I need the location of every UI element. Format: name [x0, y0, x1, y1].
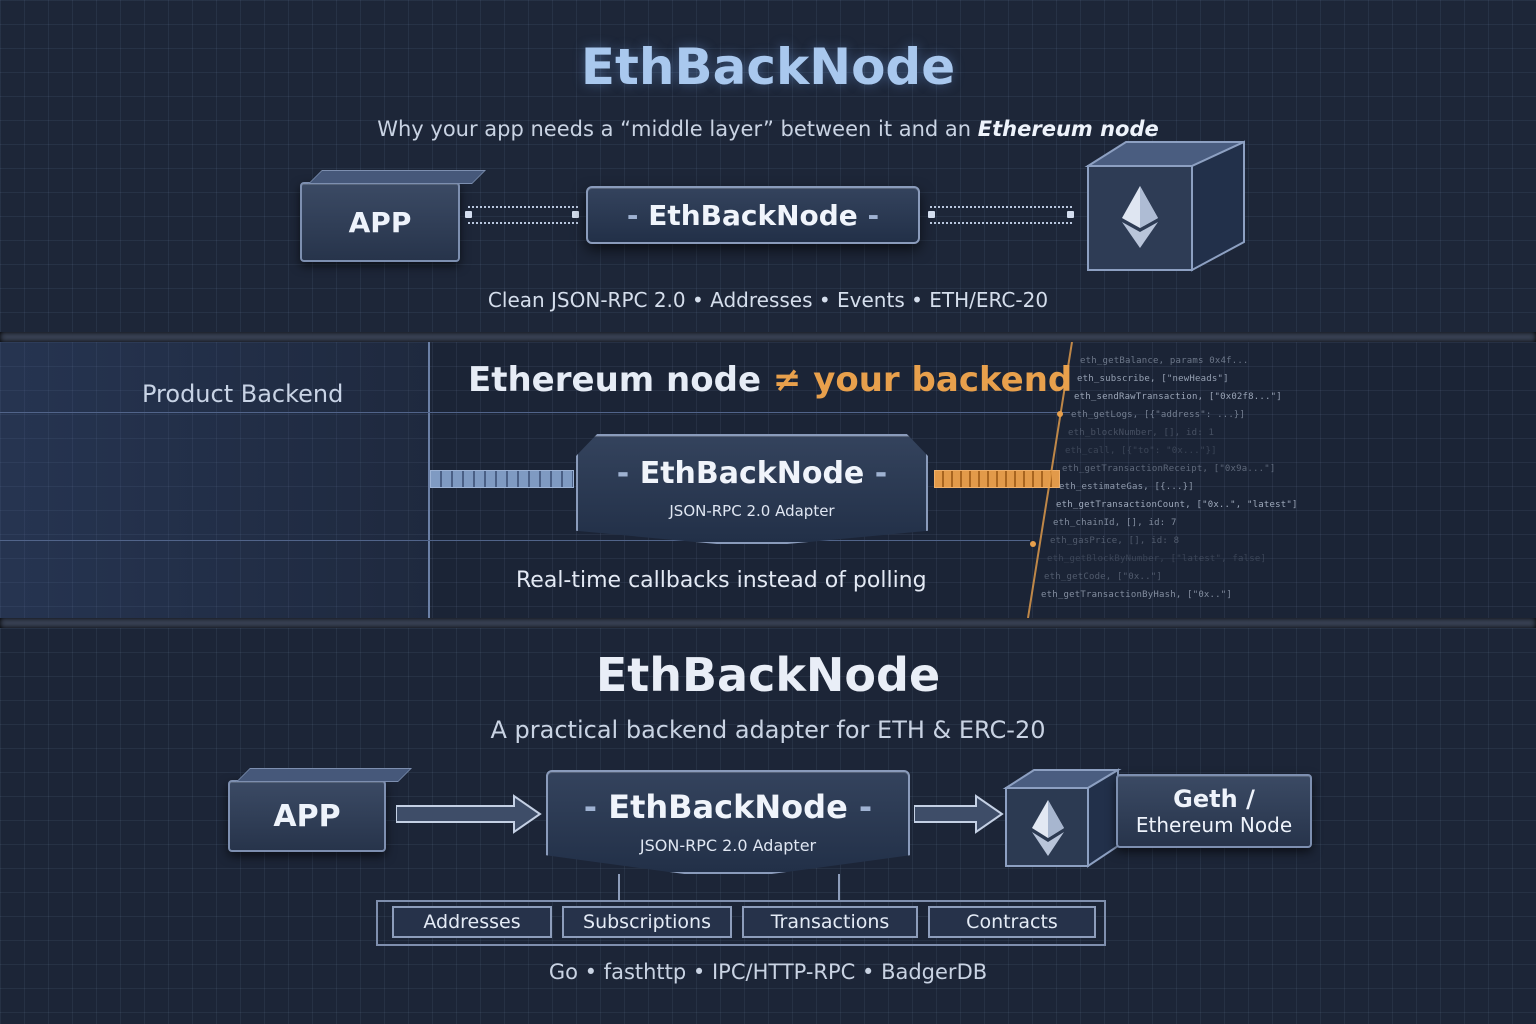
architecture-title: EthBackNode	[595, 648, 941, 702]
adapter-hub-label: - EthBackNode -	[583, 788, 873, 826]
rpc-log-line: eth_getCode, ["0x.."]	[1044, 572, 1162, 582]
headline-your-backend: your backend	[813, 360, 1073, 400]
rpc-log-stream: eth_getBalance, params 0x4f... eth_subscr…	[1040, 356, 1530, 612]
intro-title: EthBackNode	[580, 38, 956, 96]
adapter-hub-name: EthBackNode	[608, 788, 848, 826]
panel-contrast: Product Backend Ethereum node ≠ your bac…	[0, 342, 1536, 618]
hub-box-label: - EthBackNode -	[626, 199, 880, 232]
rpc-log-line: eth_estimateGas, [{...}]	[1059, 482, 1194, 492]
app-box: APP	[300, 182, 460, 262]
contrast-caption: Real-time callbacks instead of polling	[516, 568, 927, 593]
adapter-hub-subtitle: JSON-RPC 2.0 Adapter	[669, 502, 835, 520]
rpc-log-line: eth_subscribe, ["newHeads"]	[1077, 374, 1229, 384]
arrow-adapter-to-node	[914, 794, 1004, 834]
connector-dot	[465, 211, 472, 218]
ethereum-node-box: Geth / Ethereum Node	[1116, 774, 1312, 848]
rpc-log-line: eth_chainId, [], id: 7	[1053, 518, 1177, 528]
module-connector	[618, 874, 620, 900]
connector-dot	[928, 211, 935, 218]
product-backend-label: Product Backend	[142, 380, 344, 408]
panel-divider	[0, 332, 1536, 342]
ethereum-cube-icon	[1002, 768, 1122, 868]
node-rail	[934, 470, 1060, 488]
node-box-line2: Ethereum Node	[1135, 813, 1293, 837]
module-subscriptions: Subscriptions	[562, 906, 732, 938]
adapter-hub-label: - EthBackNode -	[616, 456, 888, 491]
hub-box: - EthBackNode -	[586, 186, 920, 244]
product-backend-zone	[0, 342, 428, 618]
not-equal-symbol: ≠	[772, 360, 802, 400]
connector-dot	[1067, 211, 1074, 218]
connector-dot	[572, 211, 579, 218]
architecture-subtitle: A practical backend adapter for ETH & ER…	[490, 716, 1046, 744]
app-box-label: APP	[348, 205, 412, 239]
node-box-line1: Geth /	[1173, 785, 1255, 813]
module-tray	[376, 900, 1106, 946]
intro-subtitle-emphasis: Ethereum node	[977, 117, 1159, 141]
module-addresses: Addresses	[392, 906, 552, 938]
contrast-headline: Ethereum node ≠ your backend	[468, 360, 1072, 400]
app-box: APP	[228, 780, 386, 852]
ethereum-diamond-icon	[1032, 800, 1064, 856]
orange-separator-line	[1027, 342, 1073, 618]
intro-feature-list: Clean JSON-RPC 2.0 • Addresses • Events …	[487, 288, 1049, 312]
module-connector	[838, 874, 840, 900]
rpc-log-line: eth_getTransactionByHash, ["0x.."]	[1041, 590, 1233, 600]
arrow-app-to-adapter	[396, 794, 542, 834]
guide-line	[0, 412, 1070, 413]
connector-app-hub-bottom	[468, 222, 578, 224]
headline-ethereum-node: Ethereum node	[468, 360, 762, 400]
intro-subtitle-lead: Why your app needs a “middle layer” betw…	[377, 117, 978, 141]
zone-divider-line	[428, 342, 430, 618]
rpc-log-line: eth_getBalance, params 0x4f...	[1080, 356, 1249, 366]
panel-intro: EthBackNode Why your app needs a “middle…	[0, 0, 1536, 332]
rpc-log-line: eth_getTransactionReceipt, ["0x9a..."]	[1062, 464, 1276, 474]
tech-stack: Go • fasthttp • IPC/HTTP-RPC • BadgerDB	[548, 960, 988, 984]
adapter-hub-subtitle: JSON-RPC 2.0 Adapter	[639, 836, 817, 855]
adapter-hub-box: - EthBackNode - JSON-RPC 2.0 Adapter	[576, 434, 928, 544]
rpc-log-line: eth_blockNumber, [], id: 1	[1068, 428, 1215, 438]
module-contracts: Contracts	[928, 906, 1096, 938]
panel-divider	[0, 618, 1536, 628]
intro-subtitle: Why your app needs a “middle layer” betw…	[0, 117, 1536, 141]
adapter-hub-box: - EthBackNode - JSON-RPC 2.0 Adapter	[546, 770, 910, 874]
module-transactions: Transactions	[742, 906, 918, 938]
app-box-label: APP	[273, 798, 341, 834]
backend-rail	[430, 470, 574, 488]
connector-app-hub-top	[468, 206, 578, 208]
hub-box-name: EthBackNode	[648, 199, 858, 232]
rpc-log-line: eth_getTransactionCount, ["0x..", "lates…	[1056, 500, 1298, 510]
connector-hub-node-top	[930, 206, 1072, 208]
rpc-log-line: eth_gasPrice, [], id: 8	[1050, 536, 1180, 546]
ethereum-cube-icon	[1084, 140, 1245, 272]
guide-line	[0, 540, 1030, 541]
rpc-log-line: eth_sendRawTransaction, ["0x02f8..."]	[1074, 392, 1282, 402]
rpc-log-line: eth_getLogs, [{"address": ...}]	[1071, 410, 1246, 420]
rpc-log-line: eth_call, [{"to": "0x..."}]	[1065, 446, 1217, 456]
rpc-log-line: eth_getBlockByNumber, ["latest", false]	[1047, 554, 1267, 564]
adapter-hub-name: EthBackNode	[639, 456, 865, 491]
connector-hub-node-bottom	[930, 222, 1072, 224]
